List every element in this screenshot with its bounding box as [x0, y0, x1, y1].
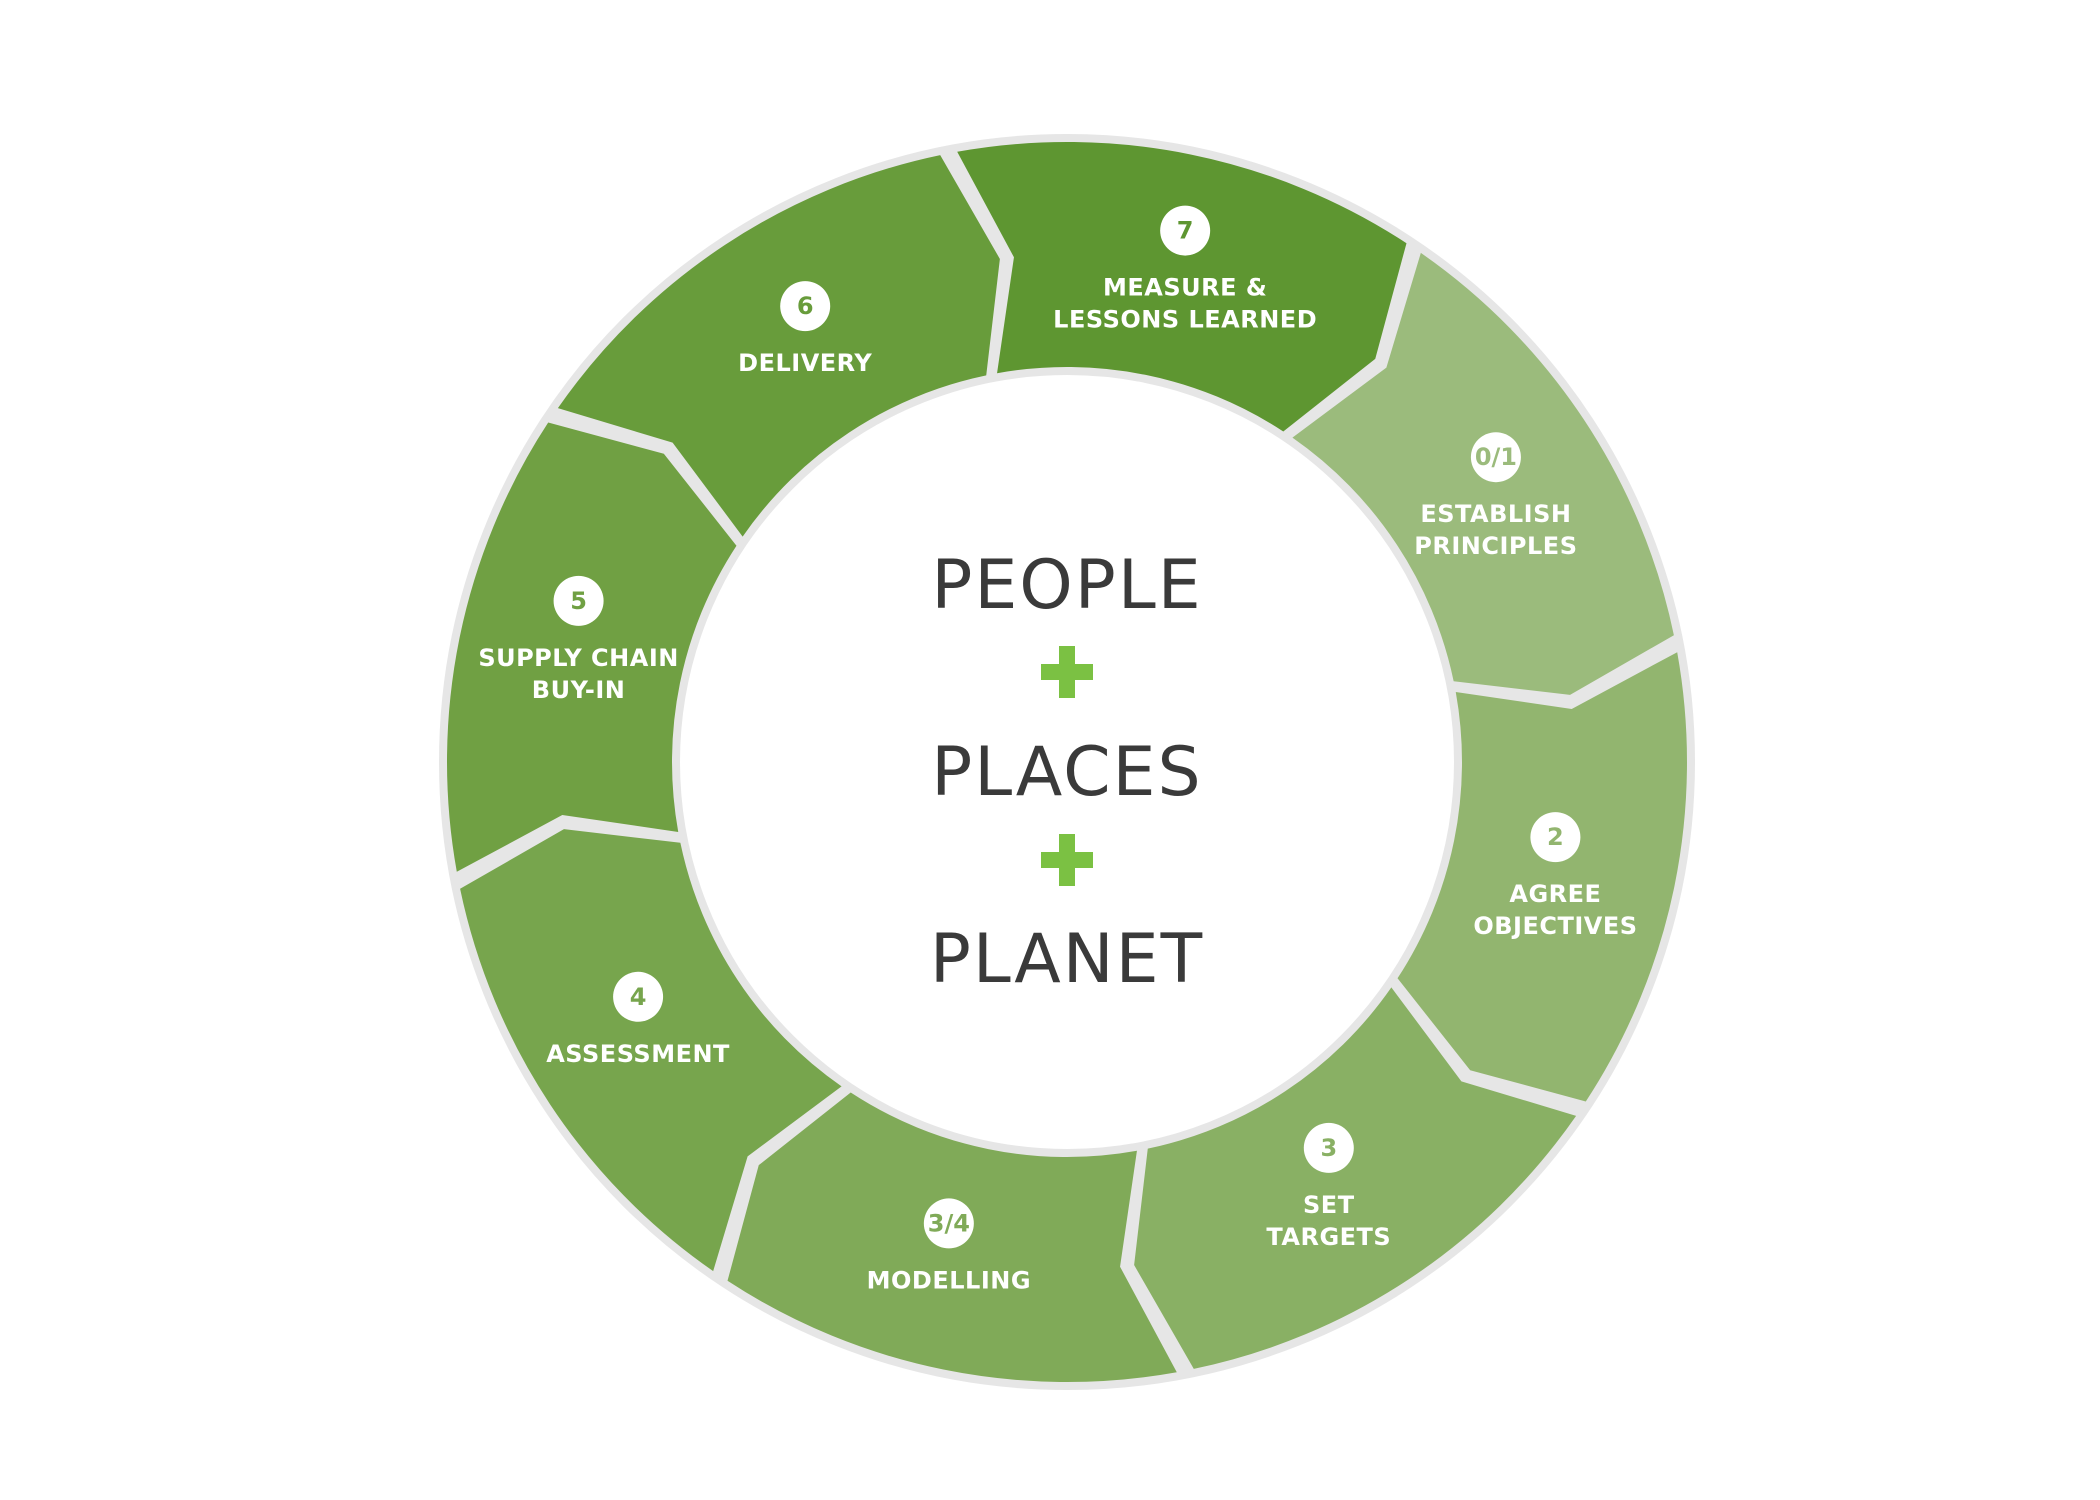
segment-shape: [1397, 652, 1687, 1102]
step-number: 3: [1320, 1134, 1337, 1162]
step-badge: [780, 281, 831, 332]
step-label-line: OBJECTIVES: [1473, 912, 1637, 940]
step-number: 7: [1177, 217, 1194, 245]
step-badge: [1470, 432, 1521, 483]
step-label-line: MODELLING: [867, 1266, 1031, 1294]
step-badge: [1303, 1122, 1354, 1173]
center-word-planet: PLANET: [930, 920, 1204, 999]
step-label-line: SUPPLY CHAIN: [478, 644, 679, 672]
center-word-people: PEOPLE: [931, 546, 1202, 625]
step-number: 2: [1547, 823, 1564, 851]
center-word-places: PLACES: [931, 733, 1202, 812]
segment-shape: [460, 829, 842, 1272]
segment-shape: [447, 422, 737, 872]
step-label-line: PRINCIPLES: [1414, 532, 1577, 560]
plus-bar-horizontal: [1041, 852, 1093, 868]
step-label-line: ASSESSMENT: [546, 1040, 730, 1068]
step-badge: [1530, 812, 1581, 863]
ring: 0/1ESTABLISHPRINCIPLES2AGREEOBJECTIVES3S…: [439, 134, 1695, 1390]
step-badge: [553, 575, 604, 626]
step-label-line: LESSONS LEARNED: [1053, 306, 1317, 334]
step-label-line: AGREE: [1509, 880, 1601, 908]
step-badge: [613, 971, 664, 1022]
plus-bar-horizontal: [1041, 664, 1093, 680]
step-label-line: BUY-IN: [532, 676, 626, 704]
plus-icon-1: [1041, 646, 1093, 698]
step-label-line: DELIVERY: [738, 349, 872, 377]
step-label-line: TARGETS: [1266, 1223, 1391, 1251]
step-number: 0/1: [1475, 443, 1517, 471]
segment-shape: [557, 155, 1000, 537]
segment-shape: [957, 142, 1407, 432]
step-number: 3/4: [928, 1209, 970, 1237]
step-number: 6: [797, 292, 814, 320]
center-text: PEOPLE PLACES PLANET: [930, 546, 1204, 999]
step-label-line: MEASURE &: [1103, 274, 1267, 302]
segment-shape: [1134, 987, 1577, 1369]
plus-icon-2: [1041, 834, 1093, 886]
step-label-line: ESTABLISH: [1420, 500, 1571, 528]
step-number: 4: [630, 983, 647, 1011]
step-label-line: SET: [1303, 1191, 1355, 1219]
step-number: 5: [570, 587, 587, 615]
step-badge: [923, 1198, 974, 1249]
step-badge: [1160, 205, 1211, 256]
